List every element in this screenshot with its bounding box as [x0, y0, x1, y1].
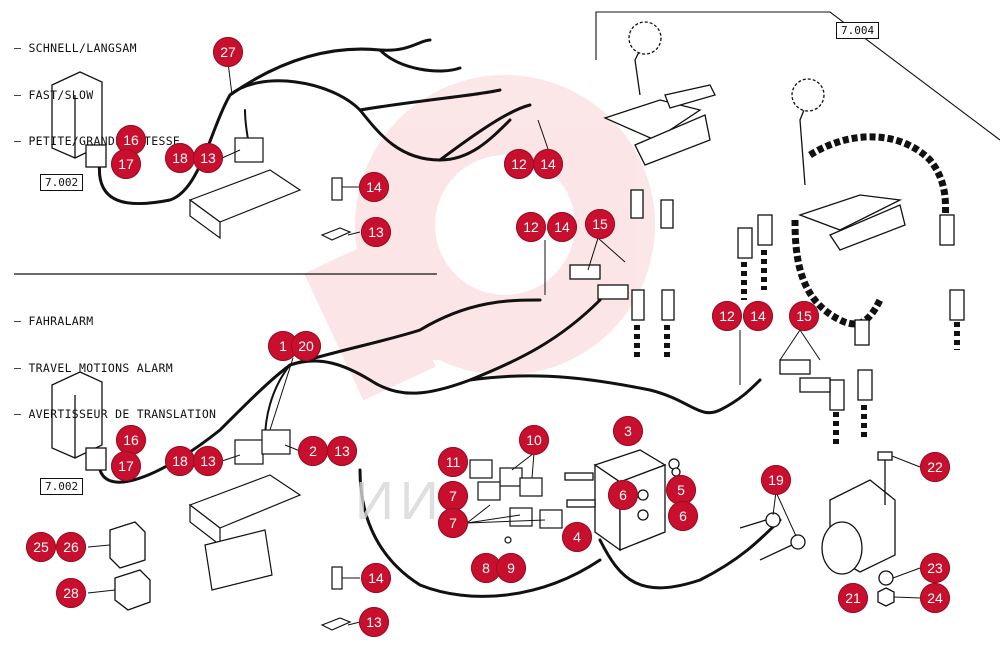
- legend-top-line-1: – SCHNELL/LANGSAM: [14, 41, 137, 55]
- callout-6-a: 6: [608, 480, 638, 510]
- ref-box-pedals: 7.004: [836, 22, 880, 39]
- ref-box-bottom-valve: 7.002: [40, 478, 84, 495]
- callout-20: 20: [291, 331, 321, 361]
- ring-lugs: [739, 512, 806, 561]
- solenoid-valve-bottom: [51, 371, 107, 471]
- callout-19: 19: [761, 465, 791, 495]
- callout-14-top: 14: [359, 172, 389, 202]
- callout-13-bottom-right: 13: [327, 436, 357, 466]
- callout-14-top-right: 14: [533, 149, 563, 179]
- callout-12-right: 12: [712, 301, 742, 331]
- callout-7-a: 7: [438, 481, 468, 511]
- callout-13-top: 13: [193, 143, 223, 173]
- callout-13-bottom: 13: [193, 446, 223, 476]
- callout-16-bottom: 16: [116, 425, 146, 455]
- callout-18-top: 18: [165, 143, 195, 173]
- legend-mid: – FAHRALARM – TRAVEL MOTIONS ALARM – AVE…: [14, 283, 216, 438]
- watermark-logo: [304, 75, 655, 401]
- callout-9: 9: [496, 553, 526, 583]
- relay-cluster: [469, 459, 563, 544]
- callout-25: 25: [26, 532, 56, 562]
- callout-27: 27: [213, 37, 243, 67]
- harness-cables: [97, 38, 782, 598]
- leader-lines: [87, 61, 921, 626]
- switch-parts: [109, 521, 151, 611]
- legend-mid-line-1: – FAHRALARM: [14, 314, 94, 328]
- pedal-hoses: [791, 133, 950, 328]
- ref-box-top-valve: 7.002: [40, 174, 84, 191]
- hose-stubs: [634, 250, 960, 445]
- callout-12-mid: 12: [516, 212, 546, 242]
- callout-4: 4: [562, 522, 592, 552]
- callout-5: 5: [666, 475, 696, 505]
- callout-10: 10: [519, 425, 549, 455]
- legend-mid-line-2: – TRAVEL MOTIONS ALARM: [14, 360, 173, 375]
- callout-21: 21: [838, 583, 868, 613]
- callout-13-bottom-lug: 13: [359, 607, 389, 637]
- spade-terminals: [320, 177, 352, 631]
- callout-22: 22: [920, 452, 950, 482]
- callout-12-top: 12: [504, 149, 534, 179]
- terminal-strip-bottom: [188, 429, 302, 591]
- callout-15-right: 15: [789, 301, 819, 331]
- callout-2: 2: [298, 436, 328, 466]
- callout-3: 3: [613, 416, 643, 446]
- pedal-valve-assembly: [603, 21, 906, 251]
- callout-24: 24: [920, 583, 950, 613]
- alarm-horn-assembly: [821, 451, 896, 607]
- callout-15-mid: 15: [585, 209, 615, 239]
- callout-11: 11: [438, 447, 468, 477]
- watermark-text: ИИ: [355, 471, 445, 531]
- hose-fittings: [569, 189, 965, 411]
- legend-mid-line-3: – AVERTISSEUR DE TRANSLATION: [14, 407, 217, 421]
- callout-17-bottom: 17: [111, 451, 141, 481]
- callout-14-right: 14: [743, 301, 773, 331]
- callout-6-b: 6: [668, 501, 698, 531]
- callout-18-bottom: 18: [165, 446, 195, 476]
- callout-23: 23: [920, 553, 950, 583]
- terminal-strip-top: [188, 137, 302, 240]
- callout-14-mid: 14: [547, 212, 577, 242]
- callout-13-top-lug: 13: [361, 217, 391, 247]
- solenoid-valve-top: [51, 71, 107, 168]
- callout-28: 28: [56, 578, 86, 608]
- pedal-frame: [595, 11, 1000, 141]
- callout-14-bottom: 14: [361, 563, 391, 593]
- callout-17-top: 17: [111, 149, 141, 179]
- legend-top-line-2: – FAST/SLOW: [14, 87, 94, 102]
- legend-top-line-3: – PETITE/GRANDE VITESSE: [14, 134, 181, 148]
- callout-26: 26: [56, 532, 86, 562]
- callout-7-b: 7: [438, 508, 468, 538]
- legend-top: – SCHNELL/LANGSAM – FAST/SLOW – PETITE/G…: [14, 10, 180, 165]
